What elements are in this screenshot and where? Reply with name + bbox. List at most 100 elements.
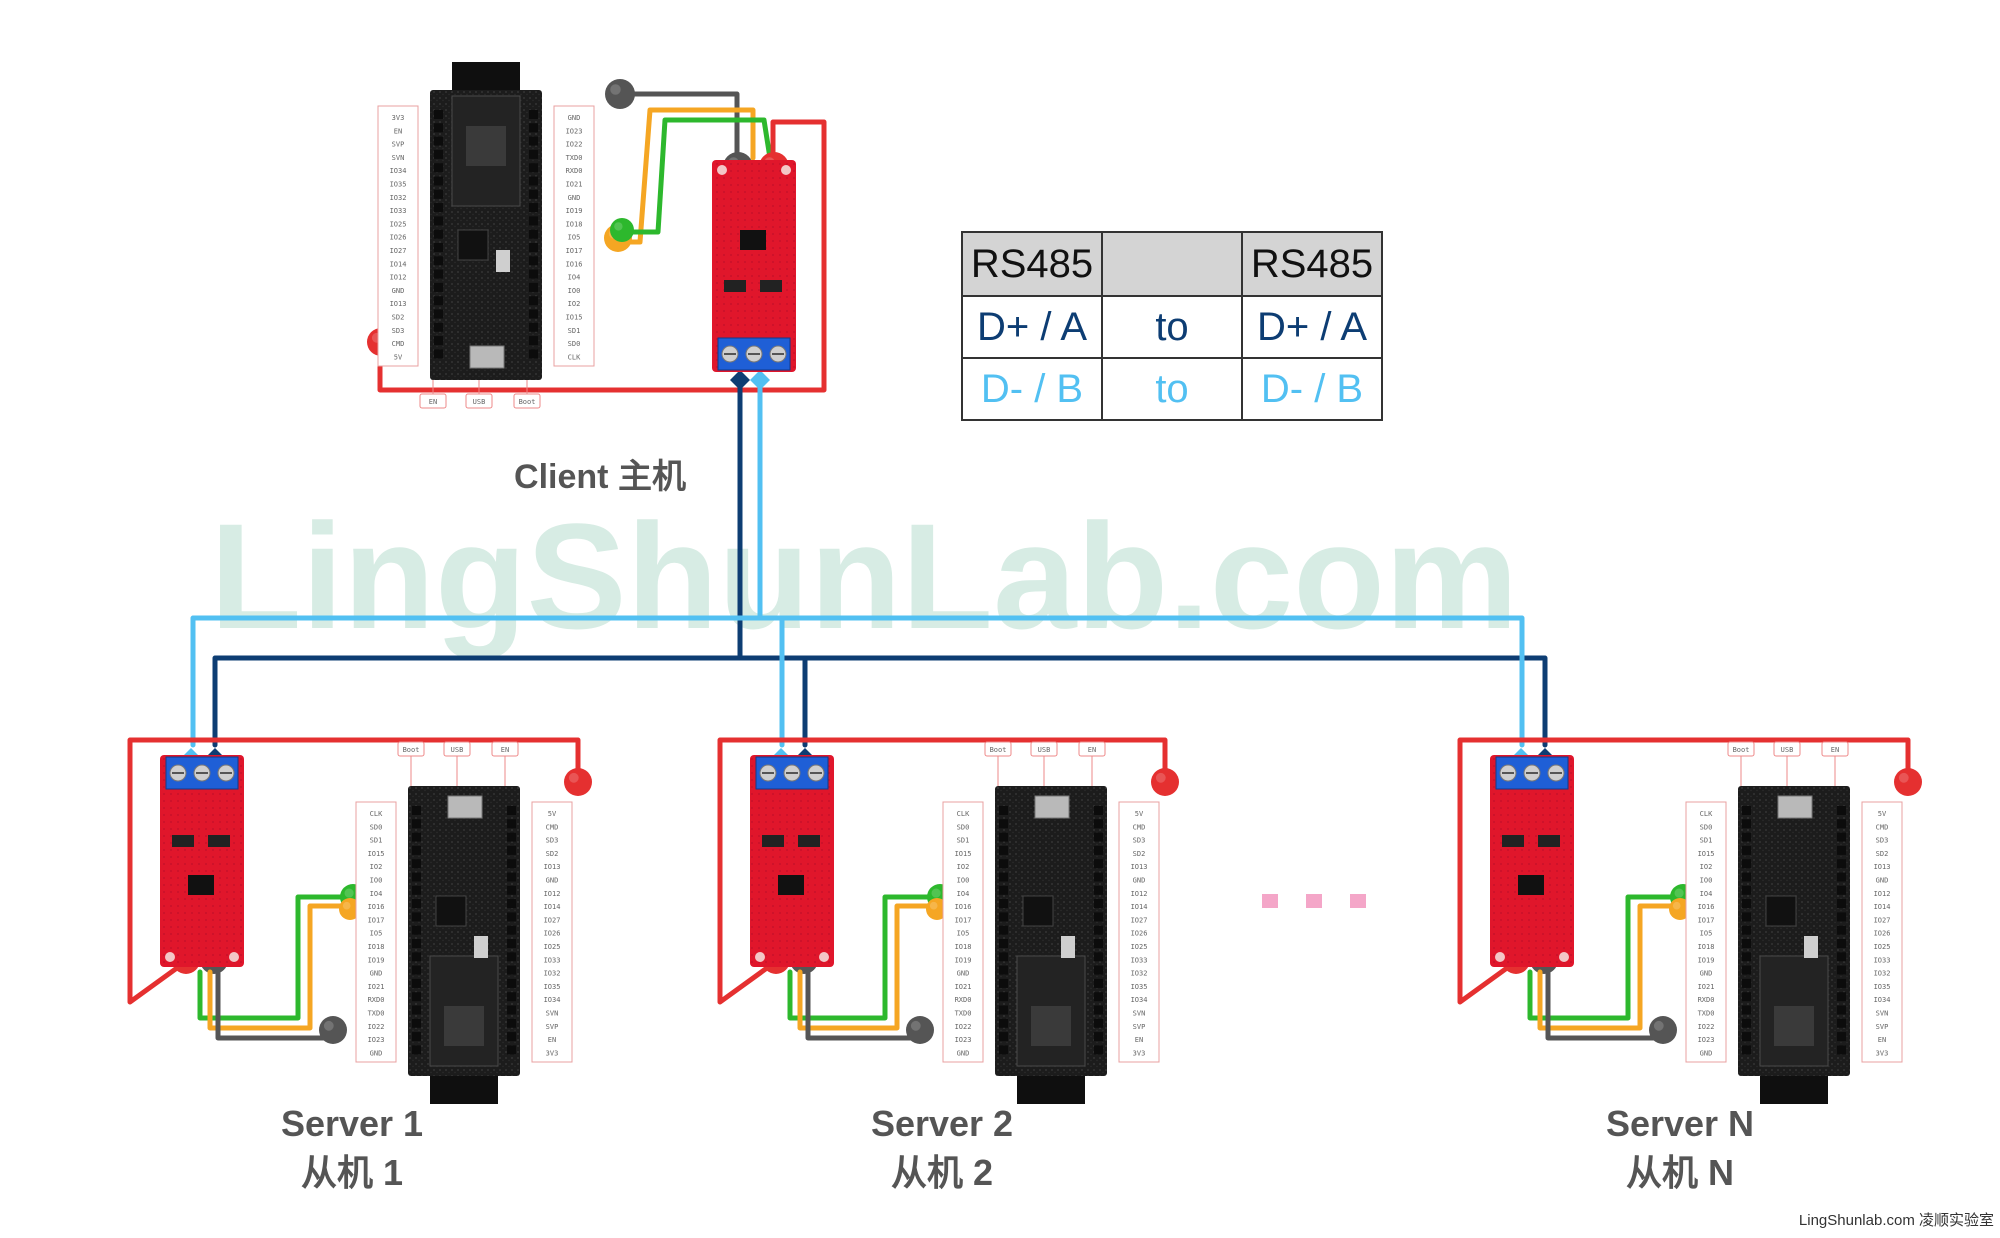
pin-label: IO19 [1698,956,1715,964]
pin-label: 5V [1135,810,1144,818]
pin-label: SD1 [568,327,581,335]
client-gnd-dot [605,79,635,109]
pin-label: IO14 [1131,903,1148,911]
server-2-5v-dot [1151,768,1179,796]
pin-label: IO22 [566,141,583,149]
pin-label: IO16 [1698,903,1715,911]
server-2-rx-wire [787,894,943,1021]
pin-label: SD3 [1876,837,1889,845]
pin-label: IO25 [390,220,407,228]
client-tx-wire [615,107,756,245]
server-n-tx-wire [1537,903,1686,1031]
pin-label: 3V3 [1133,1049,1146,1057]
pin-label: GND [392,287,405,295]
pin-strip-right [531,801,573,1063]
resistor [724,280,746,292]
button-label: EN [501,746,509,754]
pin-label: 5V [394,353,403,361]
pin-label: GND [1700,1049,1713,1057]
watermark: LingShunLab.com [210,492,1518,660]
pin-label: IO21 [368,983,385,991]
pin-strip-left [377,105,419,367]
pin-label: GND [568,194,581,202]
pin-label: IO22 [955,1023,972,1031]
rs485-module [160,755,244,967]
dplus-mid: to [1101,295,1243,359]
rs485-module [1490,755,1574,967]
pin-label: IO0 [1700,877,1713,885]
server-label-1: Server 1 [281,1103,423,1144]
crystal [474,936,488,958]
pin-label: IO5 [957,930,970,938]
pin-label: GND [370,1049,383,1057]
dminus-right: D- / B [1241,357,1383,421]
rs485-chip [740,230,766,250]
antenna [452,62,520,90]
pin-label: TXD0 [955,1010,972,1018]
pin-label: IO23 [566,127,583,135]
ellipsis-dot [1306,894,1322,908]
resistor [172,835,194,847]
pin-label: IO23 [1698,1036,1715,1044]
pin-label: IO27 [1874,916,1891,924]
module-shield [1774,1006,1814,1046]
ellipsis-dot [1262,894,1278,908]
resistor [1538,835,1560,847]
pin-label: SVN [546,1010,559,1018]
pin-label: IO34 [544,996,561,1004]
antenna [1017,1076,1085,1104]
client-dplus-terminal [730,370,750,390]
server-label-3: Server N [1606,1103,1754,1144]
pin-label: SVP [1876,1023,1889,1031]
button-label: EN [1088,746,1096,754]
pin-label: IO4 [957,890,970,898]
pin-strip-left [942,801,984,1063]
client-rs485-module [712,160,796,372]
pin-label: IO13 [390,300,407,308]
pin-label: IO25 [1131,943,1148,951]
pin-strip-right [1118,801,1160,1063]
resistor [798,835,820,847]
button-label: USB [451,746,464,754]
button-label: EN [1831,746,1839,754]
pin-label: IO4 [1700,890,1713,898]
pin-label: IO34 [1874,996,1891,1004]
pin-label: IO35 [544,983,561,991]
pin-label: SD3 [392,327,405,335]
pin-label: IO16 [368,903,385,911]
pin-label: SVN [1133,1010,1146,1018]
pin-label: IO2 [1700,863,1713,871]
pin-label: IO18 [1698,943,1715,951]
bus-dplus-trunk-sn [737,655,1548,748]
pin-label: EN [1878,1036,1886,1044]
pin-label: IO16 [566,260,583,268]
pin-label: IO18 [368,943,385,951]
pin-label: IO19 [955,956,972,964]
server-2-power-wire [717,737,1168,1005]
pin-label: IO33 [390,207,407,215]
pin-label: IO32 [1131,970,1148,978]
pin-label: IO4 [370,890,383,898]
table-header-left: RS485 [961,231,1103,297]
pin-label: IO14 [390,260,407,268]
pin-label: IO15 [368,850,385,858]
pin-label: IO21 [955,983,972,991]
pin-label: RXD0 [955,996,972,1004]
pin-label: 5V [1878,810,1887,818]
pin-label: RXD0 [368,996,385,1004]
server-2-tx-wire [797,903,943,1031]
client-dminus-terminal [750,370,770,390]
pin-label: RXD0 [1698,996,1715,1004]
usb-port [1034,795,1070,819]
button-label: USB [1038,746,1051,754]
table-header-right: RS485 [1241,231,1383,297]
pin-label: CLK [1700,810,1713,818]
pin-label: 3V3 [546,1049,559,1057]
pin-label: TXD0 [368,1010,385,1018]
pin-label: SD0 [1700,823,1713,831]
pin-label: IO5 [1700,930,1713,938]
ellipsis-dot [1350,894,1366,908]
